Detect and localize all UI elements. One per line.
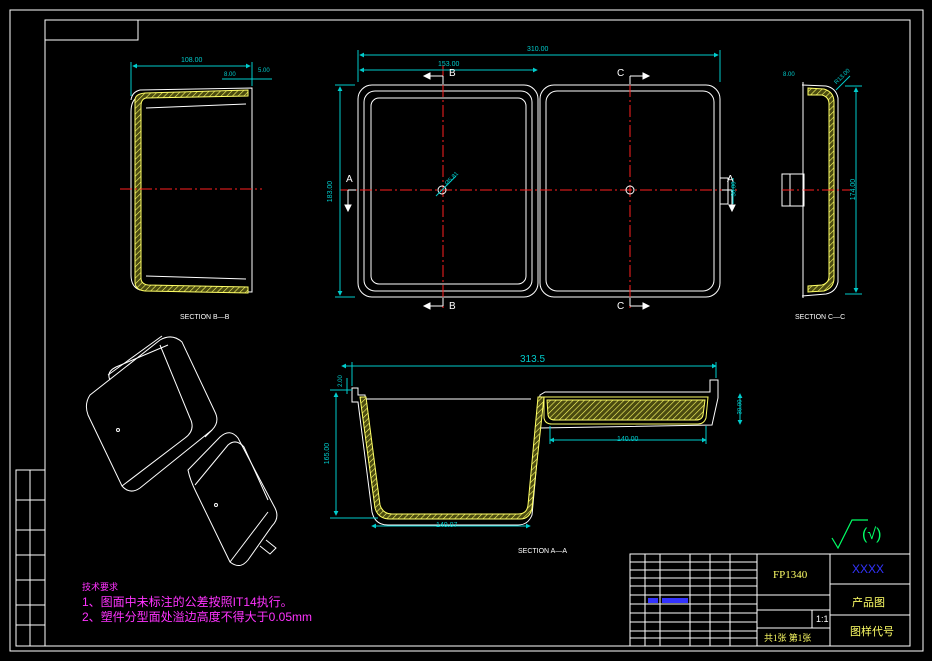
dim-overall-width: 310.00 [527,46,549,53]
dim-aa-depth: 165.00 [324,442,332,465]
cut-letter-c-top: C [617,68,625,79]
cutting-plane-marks [344,72,736,310]
notes-line-2: 2、塑件分型面处溢边高度不得大于0.05mm [82,610,313,624]
dim-aa-shallow-width: 140.00 [617,436,639,443]
name-placeholder: XXXX [852,562,885,576]
dim-aa-shallow-depth: 30.00 [737,399,744,415]
dim-aa-rim: 2.00 [337,375,344,387]
dim-bb-width: 108.00 [181,57,203,64]
dim-bb-lip: 5.00 [258,68,270,74]
code-label: 图样代号 [850,626,894,638]
roughness-value: (√) [862,526,882,543]
section-bb-view [120,62,272,294]
section-aa-view [330,362,743,529]
dim-height-top: 183.00 [327,180,335,203]
section-bb-label: SECTION B—B [180,314,230,321]
scale: 1:1 [816,614,829,624]
cut-letter-a-left: A [346,174,353,185]
dim-aa-bottom: 140.07 [436,522,458,529]
section-aa-label: SECTION A—A [518,548,568,555]
notes-heading: 技术要求 [82,582,119,592]
isometric-view [85,335,278,566]
section-cc-label: SECTION C—C [795,314,846,321]
drawing-type: 产品图 [852,597,885,609]
top-view-dimensions [335,50,734,298]
drawing-frame [9,9,924,652]
notes-line-1: 1、图面中未标注的公差按照IT14执行。 [82,595,293,609]
title-block [629,553,911,647]
dim-cc-wall: 8.00 [783,72,795,78]
part-number: FP1340 [773,569,808,581]
cut-letter-a-right: A [727,174,734,185]
technical-notes: 技术要求 1、图面中未标注的公差按照IT14执行。 2、塑件分型面处溢边高度不得… [82,580,312,625]
dim-cc-height: 174.00 [850,178,858,201]
roughness-symbol [831,519,868,550]
cut-letter-b-top: B [449,68,456,79]
cut-letter-b-bottom: B [449,301,456,312]
section-cc-view [781,75,862,298]
top-view [340,65,740,308]
dim-aa-width: 313.5 [520,354,546,365]
sheet-count: 共1张 第1张 [764,633,812,643]
dim-latch: 30.00 [731,181,738,197]
dim-half-width: 153.00 [438,61,460,68]
dim-bb-wall: 8.00 [224,72,236,78]
cut-letter-c-bottom: C [617,301,625,312]
